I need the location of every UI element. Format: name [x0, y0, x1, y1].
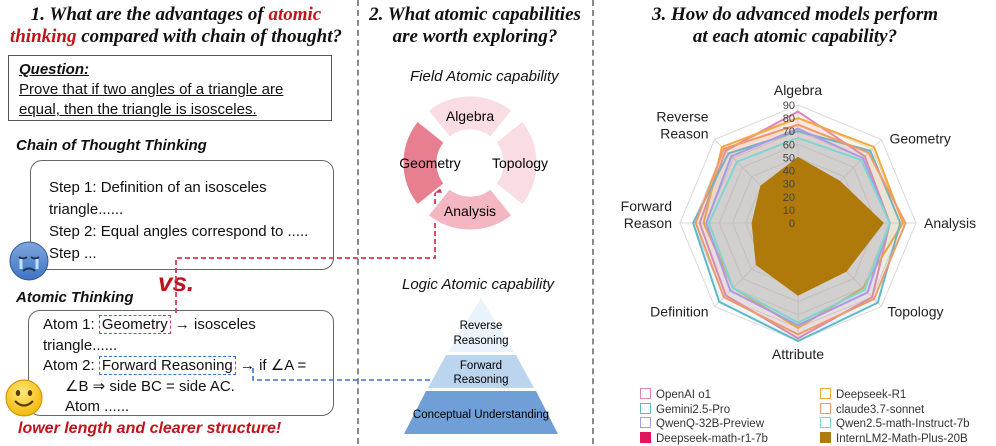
- legend-swatch: [820, 432, 831, 443]
- radar-tick-label: 50: [783, 152, 795, 164]
- field-capability-donut: Algebra Topology Analysis Geometry: [390, 88, 550, 238]
- donut-label-geometry: Geometry: [399, 155, 460, 171]
- radar-axis-label: Definition: [650, 303, 708, 319]
- legend-item: claude3.7-sonnet: [820, 403, 990, 418]
- pyramid-base-label: Conceptual Understanding: [413, 409, 549, 421]
- legend-item: Qwen2.5-math-Instruct-7b: [820, 417, 990, 432]
- legend-label: Deepseek-R1: [836, 389, 906, 401]
- pyramid-top-line2: Reasoning: [454, 335, 509, 347]
- radar-tick-label: 90: [783, 100, 795, 112]
- radar-tick-label: 60: [783, 139, 795, 151]
- radar-tick-label: 20: [783, 192, 795, 204]
- radar-axis-label: Reason: [624, 215, 672, 231]
- radar-tick-label: 30: [783, 179, 795, 191]
- logic-capability-pyramid: Reverse Reasoning Forward Reasoning Conc…: [396, 296, 566, 440]
- legend-label: InternLM2-Math-Plus-20B: [836, 433, 968, 445]
- legend-label: Qwen2.5-math-Instruct-7b: [836, 418, 970, 430]
- legend-label: Gemini2.5-Pro: [656, 404, 730, 416]
- radar-tick-label: 80: [783, 113, 795, 125]
- radar-axis-label: Attribute: [772, 346, 824, 362]
- legend-item: OpenAI o1: [640, 388, 820, 403]
- middle-panel-title: 2. What atomic capabilities are worth ex…: [364, 4, 586, 48]
- radar-axis-label: Reason: [660, 126, 708, 142]
- legend-swatch: [820, 403, 831, 414]
- radar-tick-label: 40: [783, 166, 795, 178]
- legend-item: Deepseek-R1: [820, 388, 990, 403]
- donut-label-topology: Topology: [492, 155, 548, 171]
- title-line: 2. What atomic capabilities: [364, 4, 586, 26]
- legend-item: QwenQ-32B-Preview: [640, 417, 820, 432]
- radar-tick-label: 0: [789, 218, 795, 230]
- radar-axis-label: Reverse: [656, 109, 708, 125]
- radar-tick-label: 70: [783, 126, 795, 138]
- pyramid-mid-line2: Reasoning: [454, 374, 509, 386]
- legend-swatch: [640, 403, 651, 414]
- legend-label: QwenQ-32B-Preview: [656, 418, 764, 430]
- title-line: are worth exploring?: [364, 26, 586, 48]
- title-line: 3. How do advanced models perform: [600, 4, 990, 26]
- field-heading: Field Atomic capability: [410, 68, 559, 85]
- legend-swatch: [640, 388, 651, 399]
- donut-label-algebra: Algebra: [446, 108, 494, 124]
- legend-swatch: [820, 417, 831, 428]
- pyramid-top-line1: Reverse: [460, 320, 503, 332]
- radar-tick-label: 10: [783, 205, 795, 217]
- radar-axis-label: Forward: [621, 198, 672, 214]
- radar-axis-label: Topology: [887, 303, 943, 319]
- radar-axis-label: Geometry: [889, 131, 950, 147]
- legend-label: OpenAI o1: [656, 389, 711, 401]
- legend-swatch: [820, 388, 831, 399]
- legend-swatch: [640, 417, 651, 428]
- logic-heading: Logic Atomic capability: [402, 276, 554, 293]
- pyramid-mid-line1: Forward: [460, 360, 502, 372]
- legend-swatch: [640, 432, 651, 443]
- legend-label: Deepseek-math-r1-7b: [656, 433, 768, 445]
- legend-label: claude3.7-sonnet: [836, 404, 924, 416]
- right-panel-title: 3. How do advanced models perform at eac…: [600, 4, 990, 48]
- legend-item: Gemini2.5-Pro: [640, 403, 820, 418]
- donut-label-analysis: Analysis: [444, 203, 496, 219]
- title-line: at each atomic capability?: [600, 26, 990, 48]
- radar-axis-label: Analysis: [924, 215, 976, 231]
- radar-axis-label: Algebra: [774, 82, 822, 98]
